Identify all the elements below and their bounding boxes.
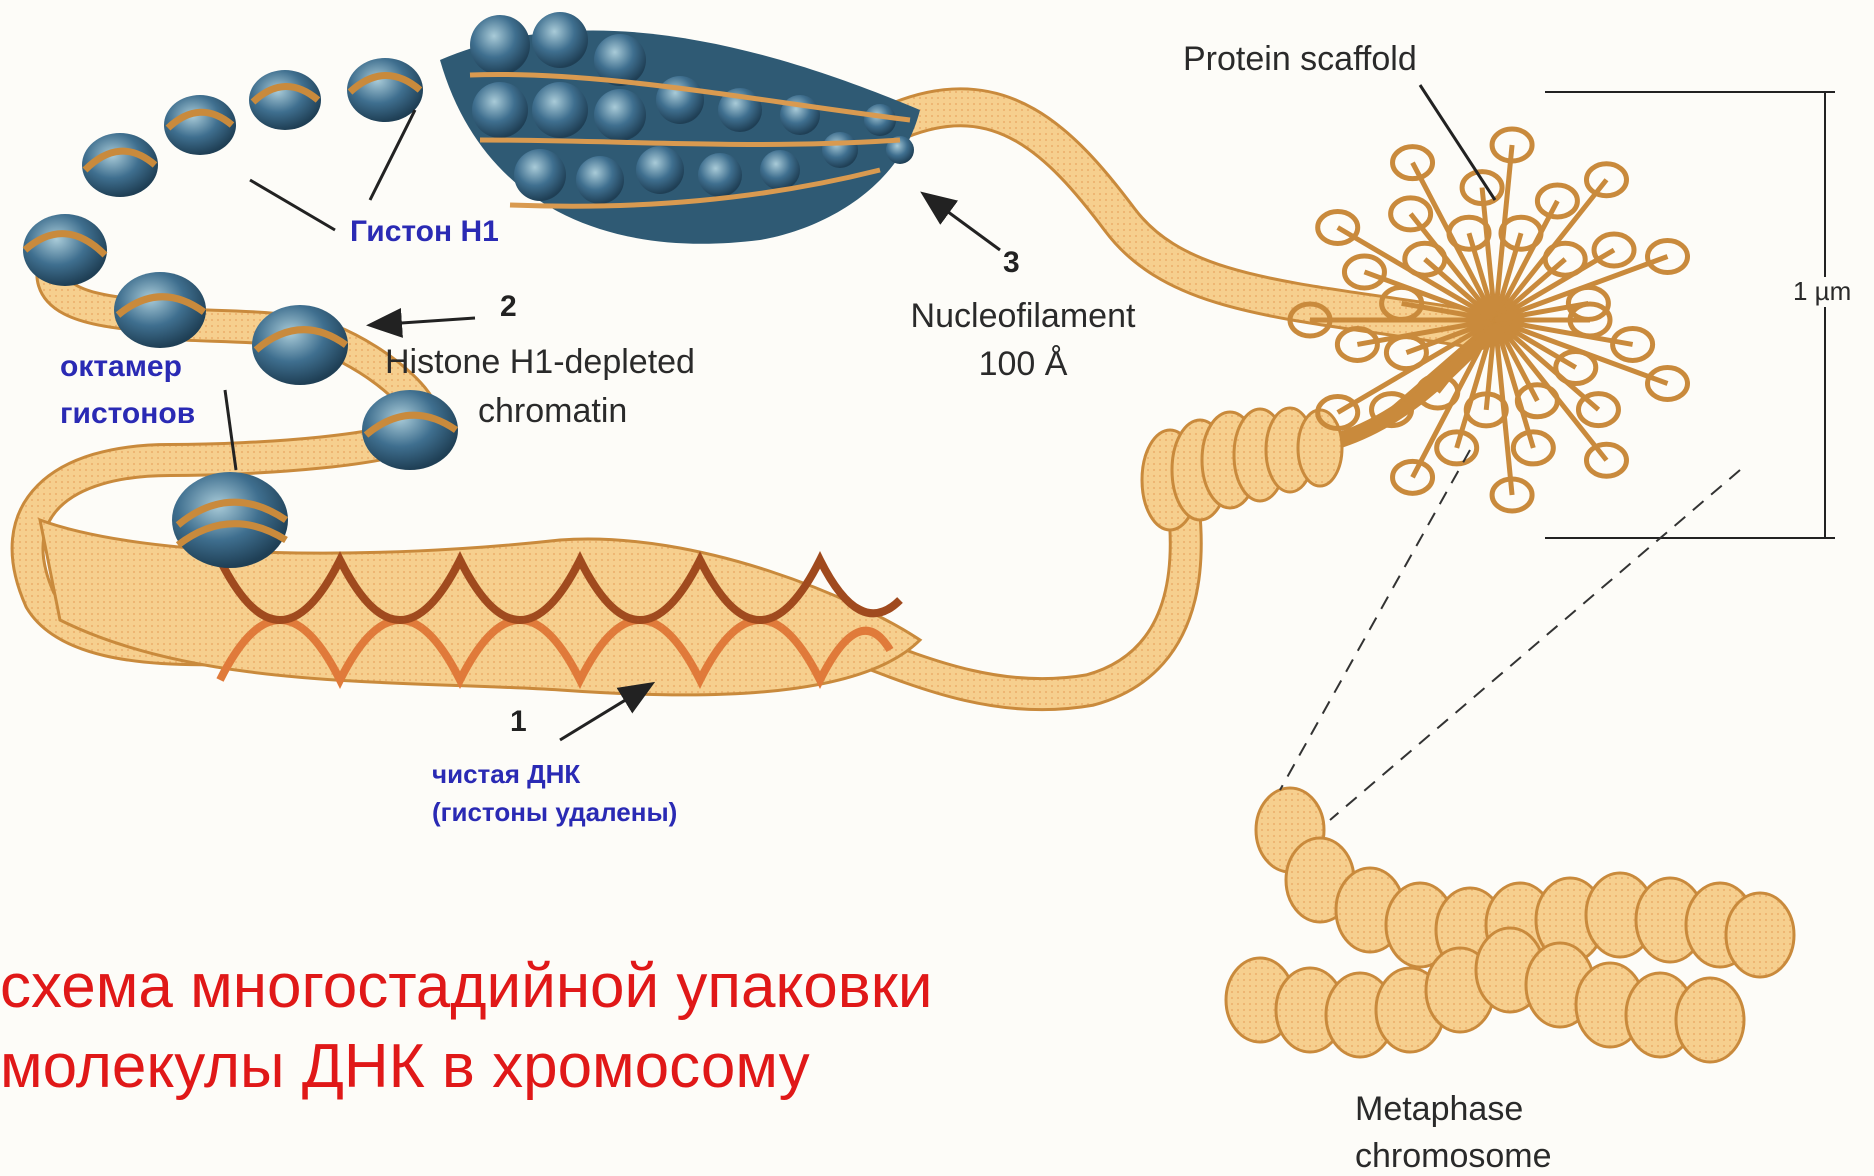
diagram-title-line1: схема многостадийной упаковки [0, 950, 932, 1024]
step3-number: 3 [1003, 246, 1020, 281]
step2-number: 2 [500, 290, 517, 325]
metaphase-label-line1: Metaphase [1355, 1090, 1523, 1129]
step1-number: 1 [510, 705, 527, 740]
chromosome-coil [1676, 978, 1744, 1062]
metaphase-chromosome [1226, 788, 1794, 1062]
nucleofilament-bundle [440, 12, 920, 244]
coiled-fiber [1142, 408, 1342, 530]
diagram-title-line2: молекулы ДНК в хромосому [0, 1030, 810, 1104]
protein-scaffold-label: Protein scaffold [1183, 40, 1417, 79]
octamer-label-line2: гистонов [60, 397, 195, 432]
step1-label-line1: чистая ДНК [432, 760, 580, 790]
histone-h1-label: Гистон H1 [350, 215, 499, 250]
step2-label-line2: chromatin [478, 392, 627, 431]
metaphase-label-line2: chromosome [1355, 1137, 1552, 1176]
octamer-label-line1: октамер [60, 350, 182, 385]
scale-label: 1 µm [1793, 277, 1851, 307]
step3-label-line2: 100 Å [888, 345, 1158, 384]
step1-label-line2: (гистоны удалены) [432, 798, 677, 828]
step3-label-line1: Nucleofilament [888, 297, 1158, 336]
chromosome-coil [1726, 893, 1794, 977]
protein-scaffold-loops [1290, 129, 1688, 511]
naked-dna-strip [40, 520, 920, 695]
zoom-lines [1280, 450, 1740, 820]
step2-label-line1: Histone H1-depleted [385, 343, 695, 382]
